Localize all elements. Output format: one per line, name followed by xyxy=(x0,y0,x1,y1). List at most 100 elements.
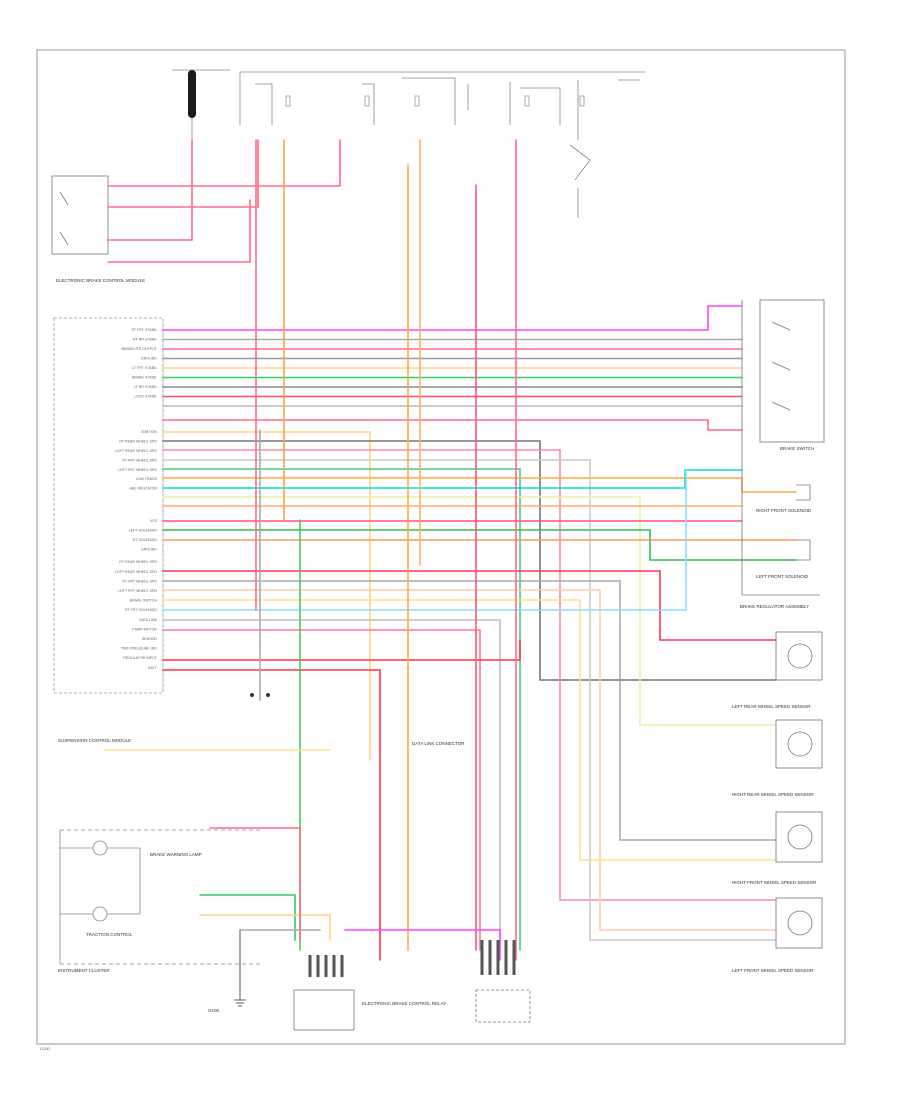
label-lf-solenoid: LEFT FRONT SOLENOID xyxy=(756,574,809,579)
ecm-pin-label: RT REAR WHEEL SPD xyxy=(119,440,157,444)
ground-icon xyxy=(234,930,246,1007)
connector-pin xyxy=(504,940,508,975)
wire xyxy=(107,199,251,263)
ecm-pin-label: LEFT FRT WHEEL SPD xyxy=(118,589,157,593)
brake-switch-component xyxy=(741,299,825,596)
ecm-pin-label: ABS INDICATOR xyxy=(129,487,157,491)
connector-pin xyxy=(488,940,492,975)
ecm-pin-label: BRAKELITE OUTPUT xyxy=(121,347,157,351)
label-rf-solenoid: RIGHT FRONT SOLENOID xyxy=(756,508,812,513)
brake-regulator-sensor xyxy=(775,631,823,681)
label-brake-switch: BRAKE SWITCH xyxy=(780,446,814,451)
ecm-pin-label: LT RR STABIL xyxy=(134,385,157,389)
label-instrument-cluster: INSTRUMENT CLUSTER xyxy=(58,968,110,973)
connector-pin xyxy=(316,955,320,977)
wire xyxy=(107,139,193,241)
wires xyxy=(104,139,797,977)
ecm-pin-label: RT SOLENOID xyxy=(133,538,158,542)
label-lr-sensor: LEFT REAR WHEEL SPEED SENSOR xyxy=(732,704,811,709)
connector-pin xyxy=(308,955,312,977)
wire xyxy=(209,827,301,941)
fuse-block xyxy=(172,69,645,218)
ecm-pin-label: VSS xyxy=(150,519,158,523)
left-rear-wheel-speed-sensor xyxy=(775,719,823,769)
wire xyxy=(162,440,777,681)
connector-pin xyxy=(324,955,328,977)
ecm-pin-label: RT FRT WHEEL SPD xyxy=(122,458,157,462)
label-warning-lamp: BRAKE WARNING LAMP xyxy=(150,852,202,857)
ecm-pin-label: LEFT FRT WHEEL SPD xyxy=(118,468,157,472)
splice-dot xyxy=(266,693,270,697)
component-labels: ELECTRONIC BRAKE CONTROL MODULE BRAKE SW… xyxy=(40,278,817,1051)
wire xyxy=(162,459,777,941)
wire xyxy=(199,914,331,941)
ecm-pin-label: LEFT REAR WHEEL SPD xyxy=(115,570,157,574)
wire xyxy=(199,894,296,941)
wire xyxy=(344,929,501,961)
ecm-pin-label: RT FRT SOLENOID xyxy=(125,608,157,612)
ecm-pin-label: IGNITION xyxy=(141,430,157,434)
label-traction: TRACTION CONTROL xyxy=(86,932,133,937)
wire xyxy=(162,305,743,331)
ecm-pin-label: LEFT REAR WHEEL SPD xyxy=(115,449,157,453)
diagram-frame xyxy=(36,49,846,1045)
wire xyxy=(162,469,687,611)
right-rear-wheel-speed-sensor xyxy=(775,811,823,863)
ecm-pin-label: RT REAR WHEEL SPD xyxy=(119,560,157,564)
connector-pin xyxy=(480,940,484,975)
label-dlc: DATA LINK CONNECTOR xyxy=(412,741,465,746)
wire xyxy=(162,469,743,489)
label-ecm: ELECTRONIC BRAKE CONTROL MODULE xyxy=(56,278,145,283)
ecm-pin-label: PUMP MOTOR xyxy=(132,627,157,631)
wire xyxy=(162,477,797,493)
wire xyxy=(162,431,371,761)
brake-control-relay-component xyxy=(293,989,355,1031)
wire xyxy=(162,468,521,951)
label-lf-sensor: LEFT FRONT WHEEL SPEED SENSOR xyxy=(732,968,814,973)
label-g106: G106 xyxy=(208,1008,220,1013)
instrument-cluster-component xyxy=(59,829,260,965)
splice-dot xyxy=(250,693,254,697)
ecm-pin-label: LOW TRACE xyxy=(136,477,158,481)
ecm-pin-label: REGULATOR INPUT xyxy=(123,656,158,660)
connector-pin xyxy=(512,940,516,975)
label-relay: ELECTRONIC BRAKE CONTROL RELAY xyxy=(362,1001,446,1006)
top-left-module xyxy=(51,175,109,255)
connector-pin xyxy=(496,940,500,975)
label-rr-sensor: RIGHT REAR WHEEL SPEED SENSOR xyxy=(732,792,814,797)
ecm-pin-label: BRAKE SWITCH xyxy=(130,599,158,603)
ecm-pin-label: LOCK STABIL xyxy=(134,395,157,399)
ecm-pin-label: GROUND xyxy=(141,357,157,361)
wire xyxy=(107,139,341,187)
regulator-connector xyxy=(475,989,531,1023)
wire xyxy=(162,619,501,951)
label-rf-sensor: RIGHT FRONT WHEEL SPEED SENSOR xyxy=(732,880,817,885)
ecm-pin-label: BRAKE STABIL xyxy=(132,376,157,380)
label-suspension: SUSPENSION CONTROL MODULE xyxy=(58,738,131,743)
ecm-pin-label: LEFT SOLENOID xyxy=(129,529,158,533)
ecm-pin-label: RT FRT WHEEL SPD xyxy=(122,579,157,583)
ecm-pin-label: DATA LINK xyxy=(139,618,157,622)
wire xyxy=(162,529,797,561)
left-front-solenoid-component xyxy=(796,539,811,561)
ecm-pin-label: SENSOR xyxy=(142,637,158,641)
wire xyxy=(162,570,777,641)
ecm-pin-label: RT RR STABIL xyxy=(133,338,157,342)
label-regulator: BRAKE REGULATOR ASSEMBLY xyxy=(740,604,809,609)
wire xyxy=(162,419,743,431)
ecm-pin-label: LT FRT STABIL xyxy=(132,366,157,370)
ecm-pin-label: BATT xyxy=(148,666,158,670)
wire xyxy=(162,599,777,861)
left-front-wheel-speed-sensor xyxy=(775,897,823,949)
connector-pin xyxy=(340,955,344,977)
fuse-icons xyxy=(285,95,585,107)
wire xyxy=(162,669,381,961)
ecm-pin-label: TIRE PRESSURE IND xyxy=(121,647,158,651)
wire xyxy=(162,629,481,951)
wire xyxy=(107,139,259,208)
connector-pin xyxy=(332,955,336,977)
ecm-pin-label: GROUND xyxy=(141,548,157,552)
wire xyxy=(162,580,777,841)
